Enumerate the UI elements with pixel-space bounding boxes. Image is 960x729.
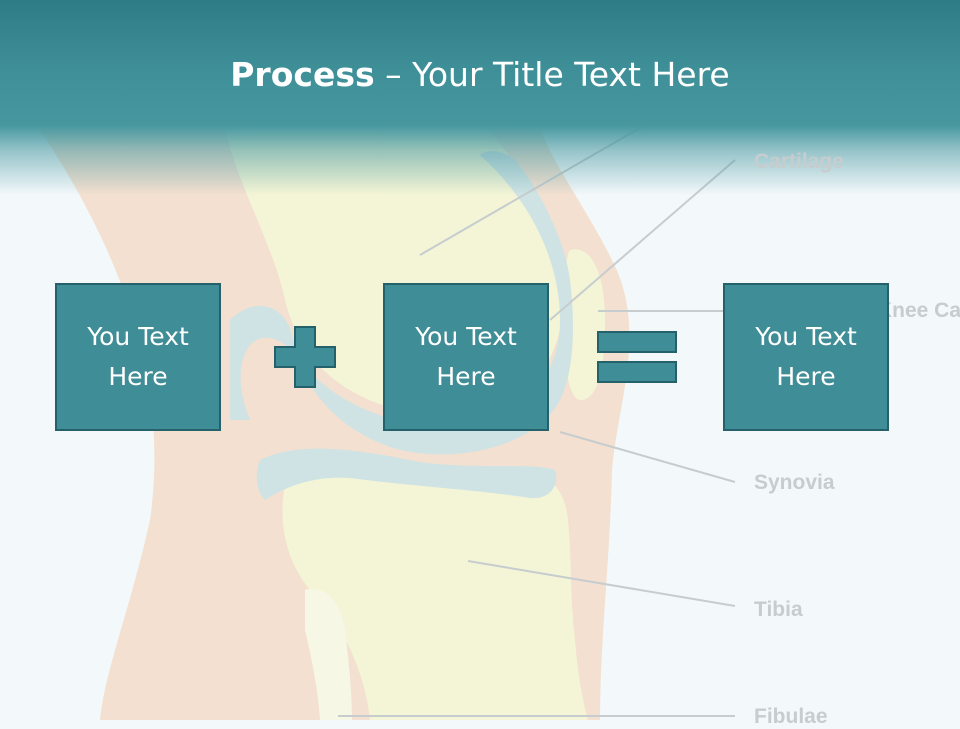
label-synovia: Synovia — [754, 471, 835, 494]
tibia — [282, 468, 588, 720]
label-tibia: Tibia — [754, 598, 803, 621]
label-fibulae: Fibulae — [754, 705, 828, 728]
patella — [563, 249, 605, 400]
plus-icon — [274, 326, 336, 388]
title-bar — [0, 0, 960, 195]
page-title: Process – Your Title Text Here — [0, 50, 960, 100]
title-rest: – Your Title Text Here — [374, 55, 730, 94]
equals-icon — [597, 331, 677, 383]
title-bold: Process — [230, 55, 375, 94]
process-box-1[interactable]: You Text Here — [55, 283, 221, 431]
fibula — [305, 589, 352, 720]
process-box-2[interactable]: You Text Here — [383, 283, 549, 431]
meniscus — [256, 448, 557, 500]
process-box-3[interactable]: You Text Here — [723, 283, 889, 431]
label-cartilage: Cartilage — [754, 150, 844, 173]
label-kneecap: (Knee Cap) — [870, 299, 960, 322]
